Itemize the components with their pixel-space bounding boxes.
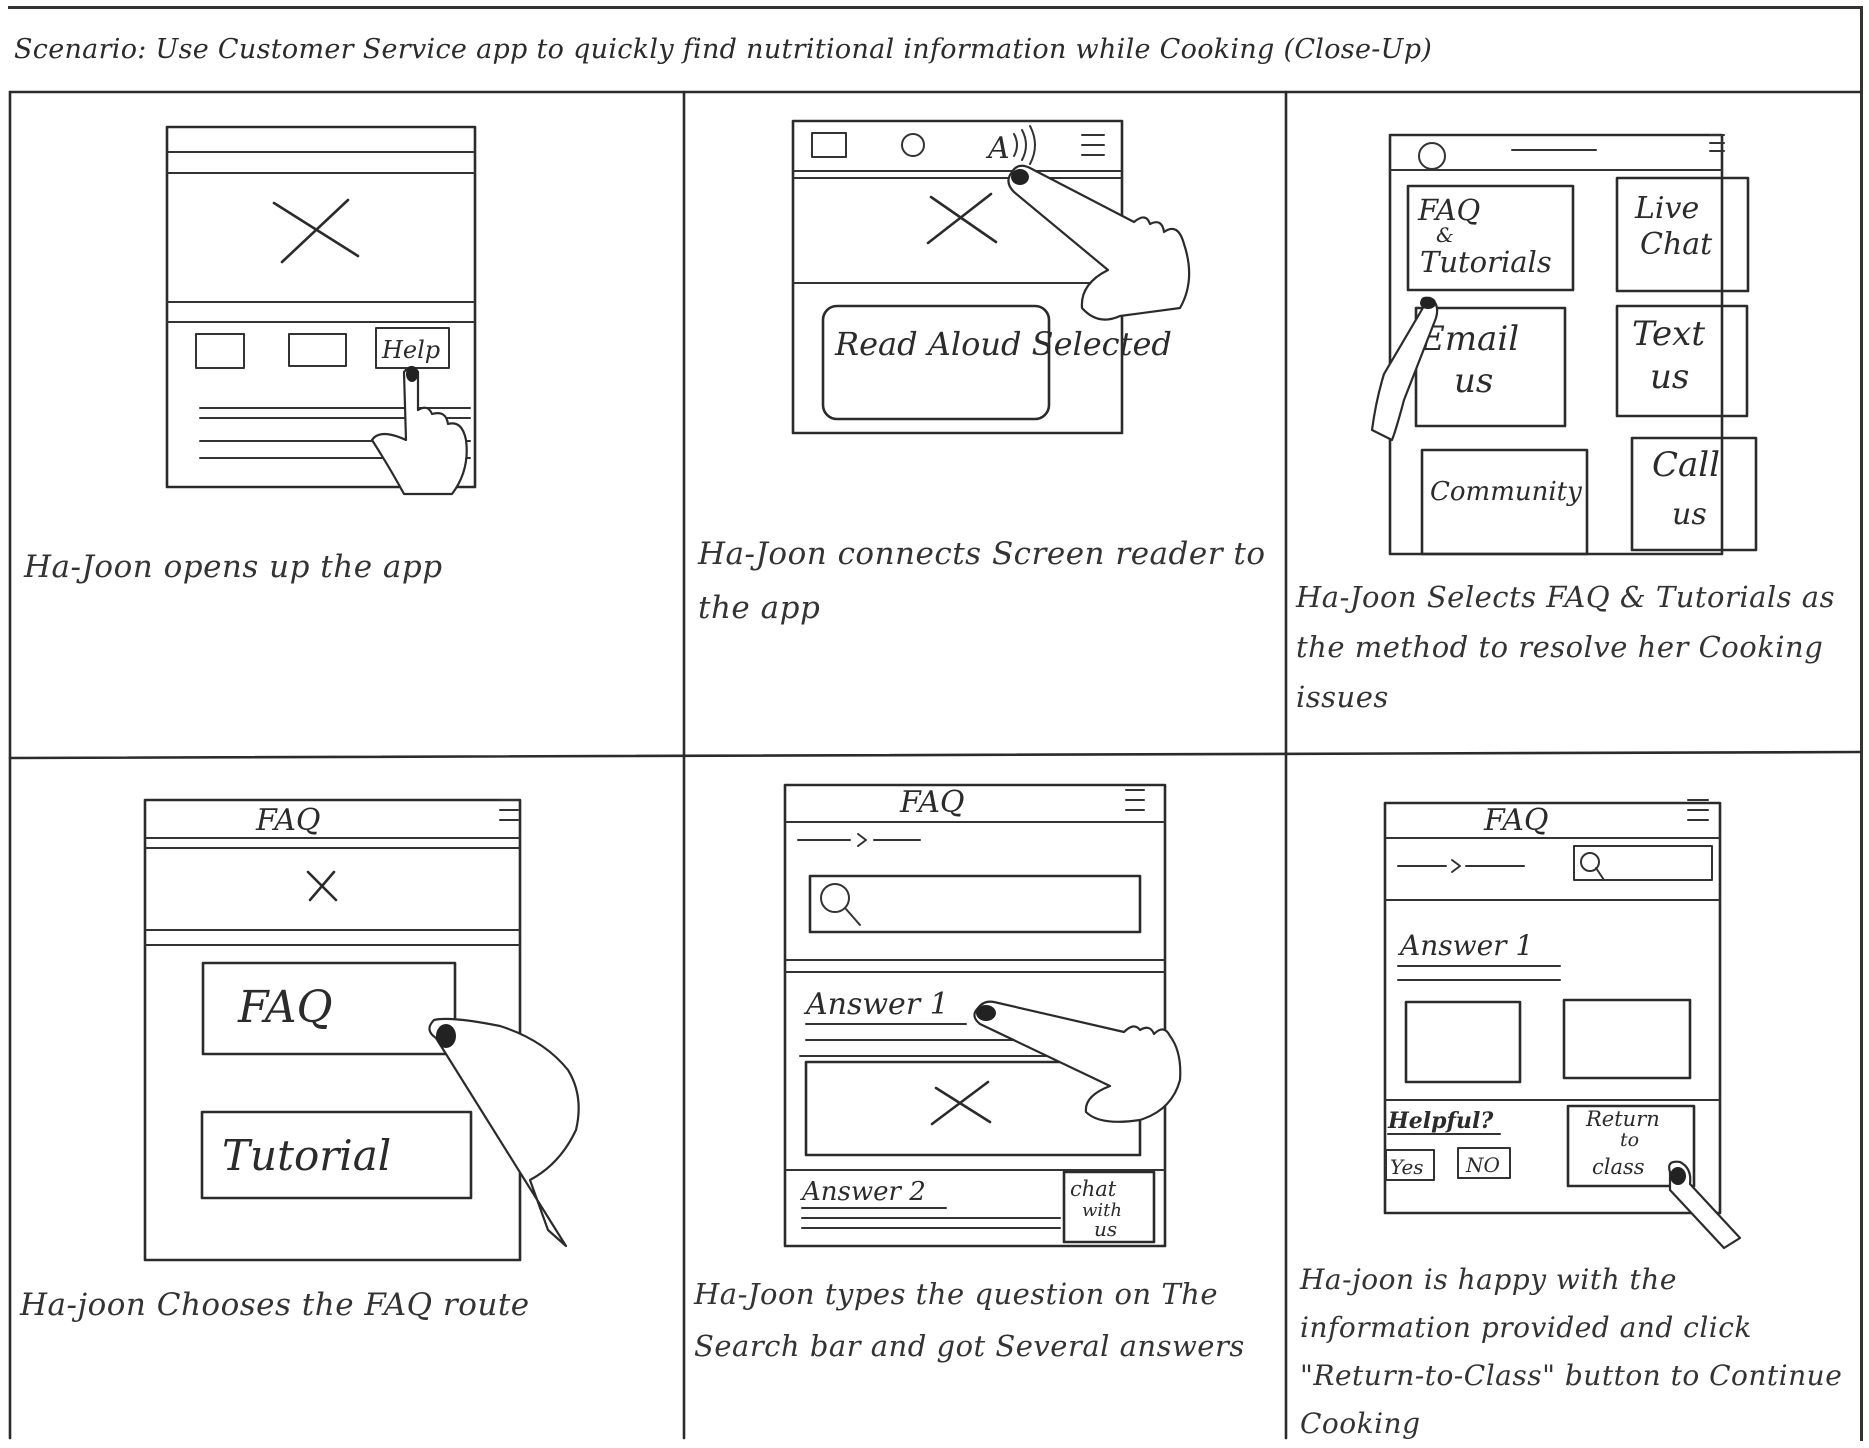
svg-text:class: class bbox=[1592, 1155, 1645, 1179]
svg-text:Yes: Yes bbox=[1390, 1155, 1424, 1179]
svg-text:FAQ: FAQ bbox=[237, 982, 333, 1033]
breadcrumb[interactable] bbox=[798, 834, 920, 846]
panel-6-caption: Ha-joon is happy with the information pr… bbox=[1300, 1256, 1856, 1448]
svg-text:FAQ: FAQ bbox=[1417, 193, 1480, 227]
svg-text:Text: Text bbox=[1632, 314, 1705, 354]
profile-circle-icon[interactable] bbox=[1419, 143, 1445, 169]
answer-1-title: Answer 1 bbox=[1397, 929, 1533, 962]
answer-2-link[interactable]: Answer 2 bbox=[800, 1177, 926, 1207]
svg-text:us: us bbox=[1094, 1217, 1117, 1241]
tab-placeholder-2[interactable] bbox=[289, 334, 346, 366]
panel-1-caption: Ha-Joon opens up the app bbox=[24, 540, 664, 594]
menu-icon[interactable] bbox=[1082, 135, 1104, 155]
answer-1-link[interactable]: Answer 1 bbox=[803, 987, 949, 1022]
pointing-hand bbox=[429, 1019, 578, 1246]
faq-header: FAQ bbox=[255, 803, 320, 838]
svg-text:Tutorials: Tutorials bbox=[1420, 245, 1552, 279]
svg-text:Call: Call bbox=[1652, 445, 1720, 485]
image-placeholder-x bbox=[928, 194, 996, 243]
menu-icon[interactable] bbox=[1126, 790, 1144, 810]
faq-header: FAQ bbox=[1483, 803, 1548, 838]
panel-2-caption: Ha-Joon connects Screen reader to the ap… bbox=[698, 527, 1268, 635]
tab-placeholder-1[interactable] bbox=[196, 334, 244, 368]
answer-media-2 bbox=[1564, 1000, 1690, 1078]
helpful-label: Helpful? bbox=[1387, 1108, 1494, 1134]
menu-icon[interactable] bbox=[500, 800, 518, 820]
svg-text:us: us bbox=[1672, 497, 1707, 532]
home-circle-icon[interactable] bbox=[902, 134, 924, 156]
svg-text:chat: chat bbox=[1070, 1177, 1117, 1201]
storyboard-grid bbox=[10, 92, 1860, 1438]
pointing-finger bbox=[1372, 297, 1437, 440]
svg-text:Return: Return bbox=[1585, 1107, 1660, 1131]
pointing-hand bbox=[372, 366, 467, 494]
square-icon[interactable] bbox=[812, 133, 846, 157]
pointing-hand bbox=[1008, 166, 1189, 320]
image-placeholder-x bbox=[932, 1082, 990, 1124]
panel-5-caption: Ha-Joon types the question on The Search… bbox=[694, 1268, 1284, 1372]
svg-text:Community: Community bbox=[1430, 477, 1582, 507]
search-icon bbox=[1581, 853, 1604, 880]
search-bar[interactable] bbox=[1574, 846, 1712, 880]
svg-text:Chat: Chat bbox=[1640, 227, 1713, 262]
breadcrumb[interactable] bbox=[1398, 860, 1524, 872]
help-button-label: Help bbox=[381, 336, 440, 364]
svg-text:Tutorial: Tutorial bbox=[222, 1131, 391, 1180]
search-icon bbox=[821, 884, 860, 925]
faq-header: FAQ bbox=[899, 785, 964, 820]
svg-text:Live: Live bbox=[1634, 191, 1699, 226]
svg-text:NO: NO bbox=[1465, 1153, 1500, 1177]
svg-text:us: us bbox=[1454, 361, 1493, 401]
image-placeholder-x bbox=[308, 872, 336, 900]
pointing-finger bbox=[1669, 1162, 1740, 1248]
sound-waves-icon bbox=[1014, 126, 1035, 164]
toast-label: Read Aloud Selected bbox=[834, 325, 1172, 363]
panel-4-caption: Ha-joon Chooses the FAQ route bbox=[20, 1278, 680, 1332]
answer-media-1 bbox=[1406, 1002, 1520, 1082]
panel-3-caption: Ha-Joon Selects FAQ & Tutorials as the m… bbox=[1296, 572, 1856, 722]
svg-text:us: us bbox=[1650, 357, 1689, 397]
svg-text:to: to bbox=[1620, 1129, 1639, 1151]
svg-text:&: & bbox=[1436, 223, 1454, 247]
panel-6-phone: FAQ Answer 1 Helpful? Yes NO Return to c… bbox=[1385, 800, 1720, 1213]
speaker-icon[interactable]: A bbox=[985, 131, 1010, 166]
panel-3-phone: FAQ & Tutorials Live Chat Email us Text … bbox=[1390, 135, 1756, 554]
image-placeholder-x bbox=[274, 200, 358, 262]
